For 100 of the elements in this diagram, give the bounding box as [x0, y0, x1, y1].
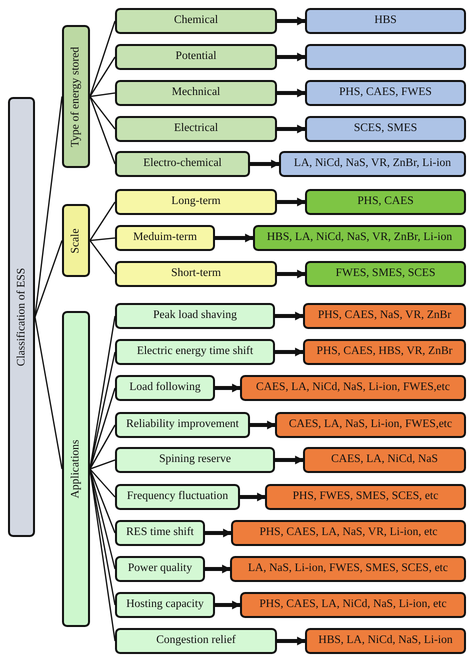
arrow — [215, 234, 254, 242]
category-box — [115, 44, 277, 70]
node-label: SCES, SMES — [354, 123, 418, 135]
connector-line — [89, 240, 116, 274]
node-label: Electro-chemical — [143, 158, 222, 170]
category-box — [115, 484, 240, 510]
arrow — [277, 198, 306, 206]
arrow — [277, 124, 306, 134]
category-box — [115, 261, 277, 287]
node-label: PHS, CAES, LA, NiCd, NaS, Li-ion, etc — [259, 599, 447, 611]
technology-box — [305, 80, 466, 106]
node-label: Scale — [70, 228, 82, 253]
category-box — [62, 204, 90, 277]
category-box — [62, 25, 90, 168]
node-label: RES time shift — [126, 527, 194, 539]
category-box — [115, 8, 277, 34]
connector-line — [89, 202, 116, 241]
technology-box — [275, 412, 466, 438]
arrow — [277, 88, 306, 98]
node-label: CAES, LA, NiCd, NaS, Li-ion, FWES,etc — [256, 382, 450, 394]
node-label: LA, NiCd, NaS, VR, ZnBr, Li-ion — [294, 158, 452, 170]
node-label: Power quality — [128, 563, 192, 575]
technology-box — [305, 8, 466, 34]
technology-box — [279, 151, 466, 177]
node-label: Chemical — [174, 15, 218, 27]
node-label: Frequency fluctuation — [126, 491, 228, 503]
category-box — [115, 592, 215, 618]
category-box — [115, 116, 277, 142]
technology-box — [305, 189, 466, 215]
arrow — [250, 420, 276, 430]
category-box — [115, 225, 215, 251]
category-box — [115, 151, 250, 177]
category-box — [62, 311, 90, 627]
technology-box — [305, 44, 466, 70]
arrow — [275, 348, 304, 356]
node-label: PHS, CAES, HBS, VR, ZnBr — [316, 346, 452, 358]
connector-line — [89, 20, 116, 97]
category-box — [115, 628, 277, 654]
category-box — [115, 80, 277, 106]
arrow — [215, 384, 241, 392]
category-box — [115, 189, 277, 215]
node-label: Mechnical — [172, 87, 220, 99]
arrow — [240, 492, 266, 502]
node-label: Applications — [70, 440, 82, 498]
connector-line — [34, 96, 63, 318]
connector-line — [89, 96, 116, 164]
node-label: PHS, CAES, LA, NaS, VR, Li-ion, etc — [259, 527, 438, 539]
technology-box — [303, 339, 466, 365]
node-label: Electrical — [174, 123, 218, 135]
category-box — [115, 447, 275, 473]
technology-box — [305, 628, 466, 654]
node-label: PHS, FWES, SMES, SCES, etc — [292, 491, 438, 503]
technology-box — [240, 375, 466, 401]
node-label: HBS, LA, NiCd, NaS, Li-ion — [318, 635, 453, 647]
technology-box — [303, 303, 466, 329]
category-box — [115, 412, 250, 438]
node-label: CAES, LA, NiCd, NaS — [331, 454, 438, 466]
technology-box — [230, 556, 466, 582]
node-label: Meduim-term — [133, 232, 197, 244]
arrow — [275, 312, 304, 320]
category-box — [8, 97, 35, 537]
node-label: Electric energy time shift — [136, 346, 254, 358]
connector-line — [34, 240, 63, 318]
node-label: Reliability improvement — [126, 419, 239, 431]
connector-line — [90, 459, 116, 470]
category-box — [115, 339, 275, 365]
arrow — [215, 600, 241, 610]
category-box — [115, 303, 275, 329]
node-label: PHS, CAES, FWES — [339, 87, 432, 99]
category-box — [115, 556, 205, 582]
connector-line — [89, 96, 116, 130]
node-label: Hosting capacity — [126, 599, 204, 611]
arrow — [205, 564, 231, 574]
technology-box — [231, 520, 466, 546]
node-label: HBS, LA, NiCd, NaS, VR, ZnBr, Li-ion — [266, 232, 452, 244]
connector-line — [34, 316, 63, 470]
technology-box — [305, 261, 466, 287]
connector-line — [90, 237, 116, 242]
connector-line — [89, 56, 116, 97]
arrow — [277, 636, 306, 646]
node-label: Congestion relief — [156, 635, 236, 647]
node-label: Potential — [176, 51, 216, 63]
technology-box — [253, 225, 466, 251]
node-label: FWES, SMES, SCES — [336, 268, 436, 280]
node-label: Peak load shaving — [153, 310, 237, 322]
node-label: Short-term — [171, 268, 221, 280]
node-label: Long-term — [171, 196, 221, 208]
category-box — [115, 375, 215, 401]
arrow — [250, 160, 280, 168]
node-label: PHS, CAES — [357, 196, 414, 208]
node-label: HBS — [374, 15, 397, 27]
connector-line — [90, 468, 116, 498]
connector-line — [89, 424, 116, 470]
technology-box — [305, 116, 466, 142]
node-label: Type of energy stored — [70, 46, 82, 147]
arrow — [277, 270, 306, 278]
arrow — [277, 16, 306, 26]
connector-line — [90, 92, 116, 98]
technology-box — [240, 592, 466, 618]
node-label: PHS, CAES, NaS, VR, ZnBr — [318, 310, 452, 322]
